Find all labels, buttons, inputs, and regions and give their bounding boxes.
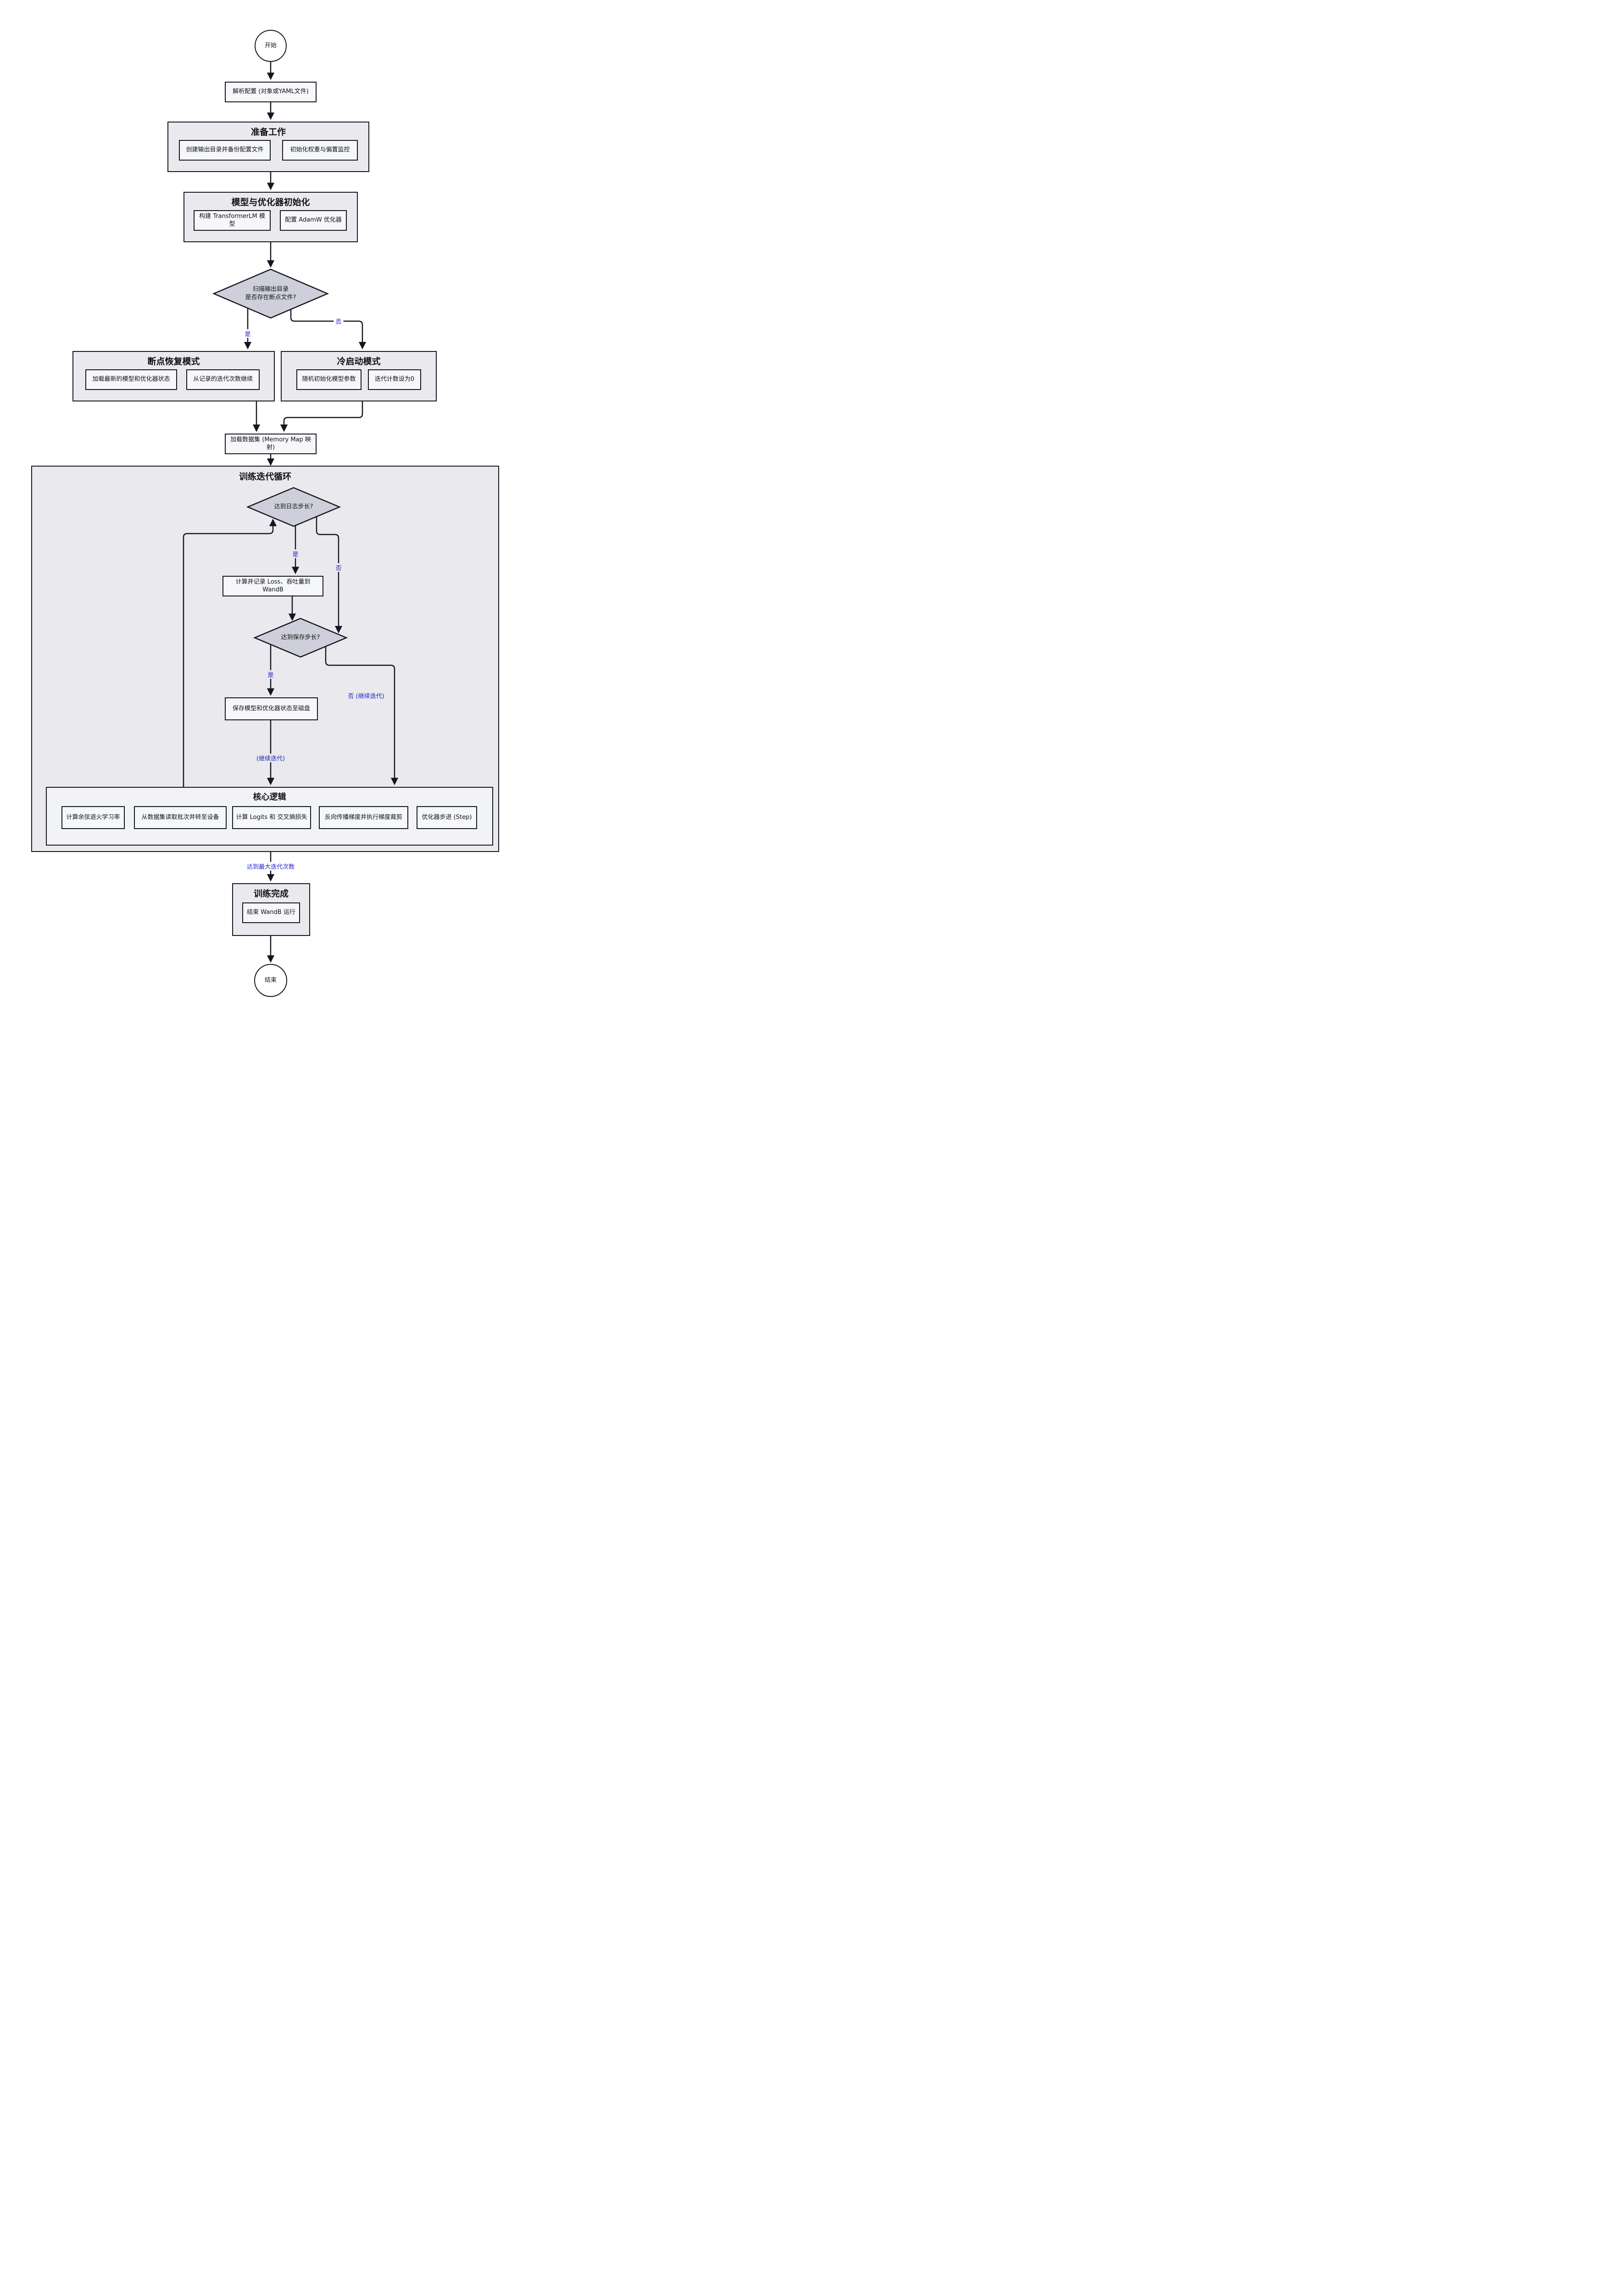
- core-logits-node: 计算 Logits 和 交叉熵损失: [232, 806, 311, 829]
- prep-wandb-init-label: 初始化权重与偏置监控: [290, 146, 350, 154]
- load-dataset-label: 加载数据集 (Memory Map 映射): [230, 436, 311, 451]
- start-node: 开始: [255, 30, 287, 62]
- edge-label-save-yes: 是: [266, 670, 276, 679]
- core-step-label: 优化器步进 (Step): [422, 813, 472, 821]
- edge-label-log-yes: 是: [290, 549, 300, 558]
- finish-wandb-label: 结束 WandB 运行: [247, 909, 295, 916]
- edge-core-return: [183, 518, 277, 787]
- scan-checkpoint-diamond: [212, 268, 329, 319]
- cold-section-title: 冷启动模式: [337, 356, 381, 367]
- load-latest-state-label: 加载最新的模型和优化器状态: [92, 376, 170, 383]
- end-label: 结束: [264, 976, 277, 984]
- parse-config-node: 解析配置 (对象或YAML文件): [225, 82, 317, 102]
- flow-connectors: [183, 62, 399, 963]
- edge-log-no: [316, 517, 343, 634]
- build-model-node: 构建 TransformerLM 模型: [194, 210, 271, 231]
- continue-iter-label: 从记录的迭代次数继续: [193, 376, 253, 383]
- log-step-diamond: [246, 487, 341, 527]
- random-init-label: 随机初始化模型参数: [302, 376, 356, 383]
- build-model-label: 构建 TransformerLM 模型: [199, 213, 265, 228]
- resume-section-title: 断点恢复模式: [147, 356, 200, 367]
- core-logic-title: 核心逻辑: [253, 792, 286, 802]
- edge-save-no: [325, 646, 399, 785]
- log-step-label: 达到日志步长?: [274, 503, 313, 511]
- edge-cold-load: [280, 401, 363, 432]
- prep-create-dir-label: 创建输出目录并备份配置文件: [186, 146, 264, 154]
- prep-section-title: 准备工作: [250, 127, 286, 137]
- edge-label-continue: (继续迭代): [254, 753, 287, 763]
- iter-zero-label: 迭代计数设为0: [374, 376, 415, 383]
- scan-checkpoint-text: 扫描输出目录 是否存在断点文件?: [214, 269, 328, 318]
- training-done-title: 训练完成: [253, 889, 289, 899]
- edge-label-log-no: 否: [334, 563, 344, 572]
- config-optimizer-label: 配置 AdamW 优化器: [285, 217, 342, 224]
- save-state-node: 保存模型和优化器状态至磁盘: [225, 697, 318, 720]
- load-latest-state-node: 加载最新的模型和优化器状态: [85, 369, 177, 390]
- random-init-node: 随机初始化模型参数: [296, 369, 362, 390]
- continue-iter-node: 从记录的迭代次数继续: [186, 369, 260, 390]
- start-label: 开始: [264, 42, 277, 49]
- core-backward-label: 反向传播梯度并执行梯度裁剪: [324, 813, 402, 821]
- edge-scan-no: [290, 309, 367, 350]
- log-step-text: 达到日志步长?: [248, 488, 339, 526]
- edge-label-scan-no: 否: [334, 317, 344, 326]
- core-lr-label: 计算余弦退火学习率: [66, 813, 120, 821]
- training-loop-title: 训练迭代循环: [239, 472, 291, 482]
- flowchart-canvas: 开始 结束 解析配置 (对象或YAML文件) 准备工作 创建输出目录并备份配置文…: [0, 0, 541, 1036]
- load-dataset-node: 加载数据集 (Memory Map 映射): [225, 434, 317, 454]
- log-loss-node: 计算并记录 Loss、吞吐量到 WandB: [222, 576, 323, 596]
- save-step-diamond: [253, 618, 348, 658]
- save-step-text: 达到保存步长?: [255, 618, 346, 657]
- iter-zero-node: 迭代计数设为0: [368, 369, 421, 390]
- save-step-label: 达到保存步长?: [281, 634, 320, 641]
- core-lr-node: 计算余弦退火学习率: [61, 806, 125, 829]
- core-batch-node: 从数据集读取批次并转至设备: [134, 806, 227, 829]
- scan-line1: 扫描输出目录: [252, 286, 289, 293]
- config-optimizer-node: 配置 AdamW 优化器: [280, 210, 347, 231]
- end-node: 结束: [254, 964, 287, 997]
- core-step-node: 优化器步进 (Step): [417, 806, 477, 829]
- parse-config-label: 解析配置 (对象或YAML文件): [233, 88, 309, 95]
- model-init-section-title: 模型与优化器初始化: [231, 197, 310, 207]
- scan-line2: 是否存在断点文件?: [245, 294, 296, 301]
- prep-create-dir-node: 创建输出目录并备份配置文件: [179, 140, 271, 161]
- edge-label-save-no: 否 (继续迭代): [346, 691, 386, 700]
- finish-wandb-node: 结束 WandB 运行: [242, 902, 300, 923]
- log-loss-label: 计算并记录 Loss、吞吐量到 WandB: [235, 579, 311, 593]
- core-backward-node: 反向传播梯度并执行梯度裁剪: [319, 806, 408, 829]
- save-state-label: 保存模型和优化器状态至磁盘: [232, 705, 310, 712]
- edge-label-max-iter: 达到最大迭代次数: [245, 862, 297, 871]
- edge-label-scan-yes: 是: [243, 329, 253, 338]
- core-batch-label: 从数据集读取批次并转至设备: [141, 813, 219, 821]
- core-logits-label: 计算 Logits 和 交叉熵损失: [236, 813, 307, 821]
- prep-wandb-init-node: 初始化权重与偏置监控: [282, 140, 358, 161]
